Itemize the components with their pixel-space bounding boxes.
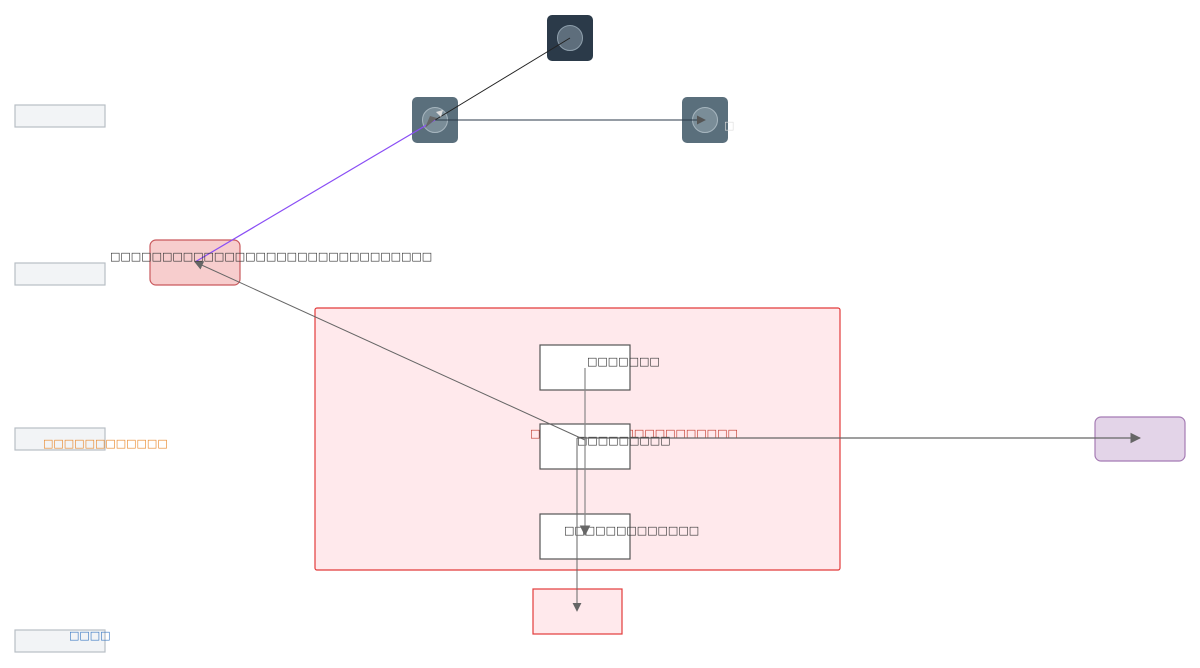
edge-cnode2-alert <box>194 261 586 441</box>
lane-box-1[interactable] <box>14 104 106 128</box>
edge-midleft-alert <box>194 119 436 263</box>
lane-box-4[interactable] <box>14 629 106 653</box>
lane-box-3[interactable] <box>14 427 106 451</box>
lane-box-2[interactable] <box>14 262 106 286</box>
edge-midleft-arrow-2 <box>436 110 443 117</box>
purple-node[interactable] <box>1094 416 1186 462</box>
cluster-node-2-label: □□□□□□□□□ <box>577 434 671 447</box>
cluster-node-1-label: □□□□□□□ <box>587 355 660 368</box>
edge-midleft-arrow <box>425 116 437 128</box>
edge-midleft-top <box>434 37 571 121</box>
alert-node-label: □□□□□□□□□□□□□□□□□□□□□□□□□□□□□□□ <box>110 250 432 263</box>
lane-label-4: □□□□ <box>69 629 111 642</box>
cluster-node-3-label: □□□□□□□□□□□□□ <box>564 524 699 537</box>
lane-label-3: □□□□□□□□□□□□ <box>43 437 168 450</box>
mid-right-node-label: □ <box>724 119 734 132</box>
